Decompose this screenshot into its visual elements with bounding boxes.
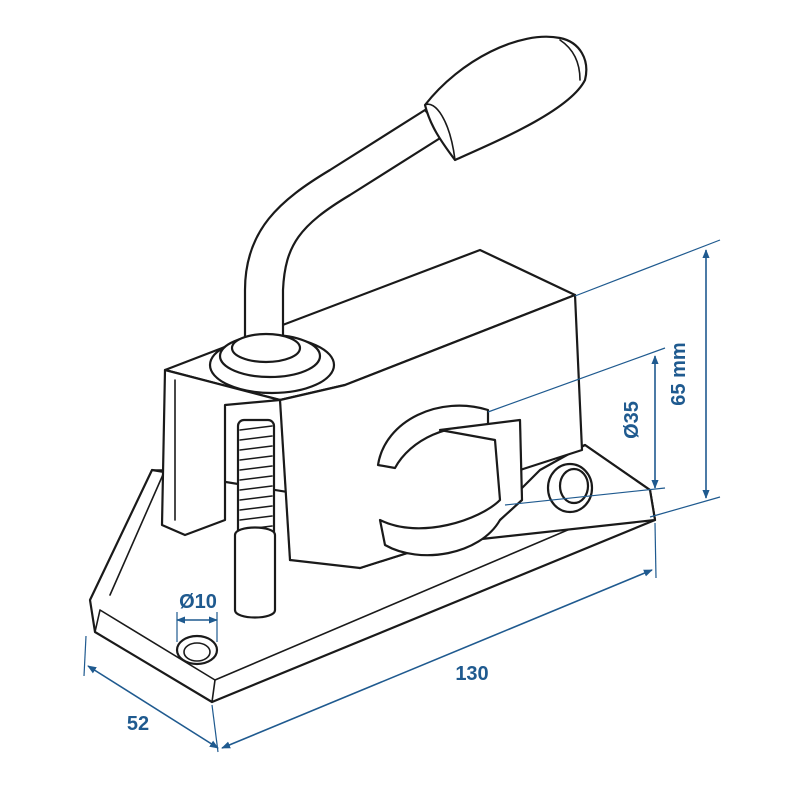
width-label: 52 — [127, 713, 149, 735]
threaded-spindle — [233, 418, 277, 619]
handle — [243, 35, 588, 352]
bolt-hole-label: Ø10 — [179, 591, 217, 613]
length-dimension-line — [221, 569, 653, 749]
ext-line-dia-top — [487, 347, 666, 413]
length-label: 130 — [455, 663, 488, 685]
ext-line-height-top — [574, 239, 721, 297]
bolt-hole — [175, 634, 219, 666]
ext-line-length-right — [654, 522, 657, 579]
handle-washer — [208, 332, 336, 395]
flank-pin — [546, 462, 594, 514]
height-label: 65 mm — [668, 342, 690, 405]
clamp-diameter-label: Ø35 — [621, 401, 643, 439]
clamp-illustration — [88, 35, 657, 704]
ext-line-width-left — [83, 635, 87, 677]
dimension-annotations: 65 mm Ø35 Ø10 130 52 — [83, 239, 721, 753]
width-dimension-line — [87, 665, 219, 749]
ext-line-height-bottom — [649, 496, 721, 518]
ext-line-dia-bottom — [504, 487, 666, 506]
clamp-ring — [376, 404, 524, 557]
